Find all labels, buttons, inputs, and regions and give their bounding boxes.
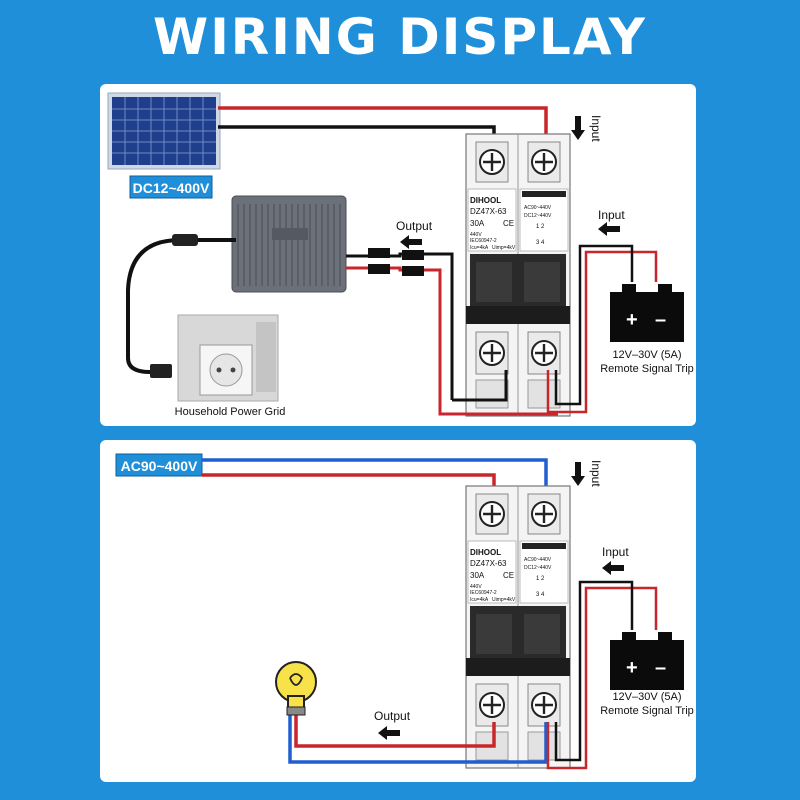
signal-red-wire-bottom <box>546 586 658 770</box>
voltage-badge-ac-text: AC90~400V <box>121 458 198 474</box>
breaker-ce-bottom: CE <box>503 571 514 580</box>
battery-minus-bottom: – <box>655 657 666 679</box>
signal-spec-line1-bottom: 12V–30V (5A) <box>612 691 681 703</box>
breaker-standard-top: IEC60947-2 <box>470 238 497 244</box>
cable-connector <box>172 234 198 246</box>
signal-red-wire-top <box>546 250 658 414</box>
breaker-ac-range-bottom: AC90~440V <box>524 557 552 563</box>
signal-black-wire-top <box>554 244 634 406</box>
output-red-wire <box>294 712 496 748</box>
inverter-grid-cable <box>126 238 236 374</box>
breaker-terminals-bottom-panel: 1 2 <box>536 576 545 582</box>
breaker-dc-range-top: DC12~440V <box>524 213 552 219</box>
battery-minus-top: – <box>655 309 666 331</box>
breaker-standard-bottom: IEC60947-2 <box>470 590 497 596</box>
solar-black-wire <box>218 125 496 136</box>
breaker-ce-top: CE <box>503 219 514 228</box>
battery-top <box>610 284 684 342</box>
household-grid-label: Household Power Grid <box>175 406 286 418</box>
signal-spec-line1-top: 12V–30V (5A) <box>612 349 681 361</box>
breaker-icu-top: Icu=4kA <box>470 245 489 251</box>
breaker-dc-range-bottom: DC12~440V <box>524 565 552 571</box>
breaker-brand-top: DIHOOL <box>470 196 501 205</box>
circuit-breaker-bottom <box>464 484 572 770</box>
breaker-rating-top: 30A <box>470 219 485 228</box>
voltage-badge-dc <box>129 175 213 199</box>
light-bulb-icon <box>275 661 317 716</box>
battery-plus-bottom: + <box>626 657 638 679</box>
input-label-top: Input <box>589 115 603 142</box>
signal-spec-line2-bottom: Remote Signal Trip <box>600 705 694 717</box>
battery-bottom <box>610 632 684 690</box>
breaker-icu-bottom: Icu=4kA <box>470 597 489 603</box>
page-title: WIRING DISPLAY <box>153 8 647 66</box>
breaker-brand-bottom: DIHOOL <box>470 548 501 557</box>
breaker-model-top: DZ47X-63 <box>470 207 507 216</box>
solar-panel <box>107 92 221 170</box>
ac-blue-wire <box>202 458 548 486</box>
plug-icon <box>150 364 172 378</box>
signal-black-wire-bottom <box>554 580 634 762</box>
breaker-black-return <box>452 370 508 402</box>
mc4-connector-1 <box>368 248 390 258</box>
output-label-top: Output <box>396 219 433 233</box>
signal-input-label-bottom: Input <box>602 545 629 559</box>
battery-plus-top: + <box>626 309 638 331</box>
wall-socket <box>177 314 279 402</box>
breaker-uimp-bottom: Uimp=4kV <box>492 597 516 603</box>
breaker-terminals-bottom-top: 3 4 <box>536 240 545 246</box>
signal-spec-line2-top: Remote Signal Trip <box>600 363 694 375</box>
output-blue-wire <box>288 712 548 764</box>
breaker-voltage-bottom: 440V <box>470 584 482 590</box>
breaker-model-bottom: DZ47X-63 <box>470 559 507 568</box>
breaker-ac-range-top: AC90~440V <box>524 205 552 211</box>
ac-red-wire <box>202 473 496 486</box>
input-label-bottom: Input <box>589 460 603 487</box>
signal-input-label-top: Input <box>598 208 625 222</box>
voltage-badge-dc-text: DC12~400V <box>133 180 210 196</box>
breaker-terminals-top: 1 2 <box>536 224 545 230</box>
mc4-connector-3 <box>402 250 424 260</box>
breaker-rating-bottom: 30A <box>470 571 485 580</box>
output-label-bottom: Output <box>374 709 411 723</box>
micro-inverter <box>231 195 347 293</box>
breaker-terminals-lower-bottom-panel: 3 4 <box>536 592 545 598</box>
mc4-connector-2 <box>368 264 390 274</box>
breaker-uimp-top: Uimp=4kV <box>492 245 516 251</box>
solar-red-wire <box>218 106 548 136</box>
circuit-breaker-top <box>464 132 572 418</box>
mc4-connector-4 <box>402 266 424 276</box>
voltage-badge-ac <box>115 453 203 477</box>
breaker-voltage-top: 440V <box>470 232 482 238</box>
